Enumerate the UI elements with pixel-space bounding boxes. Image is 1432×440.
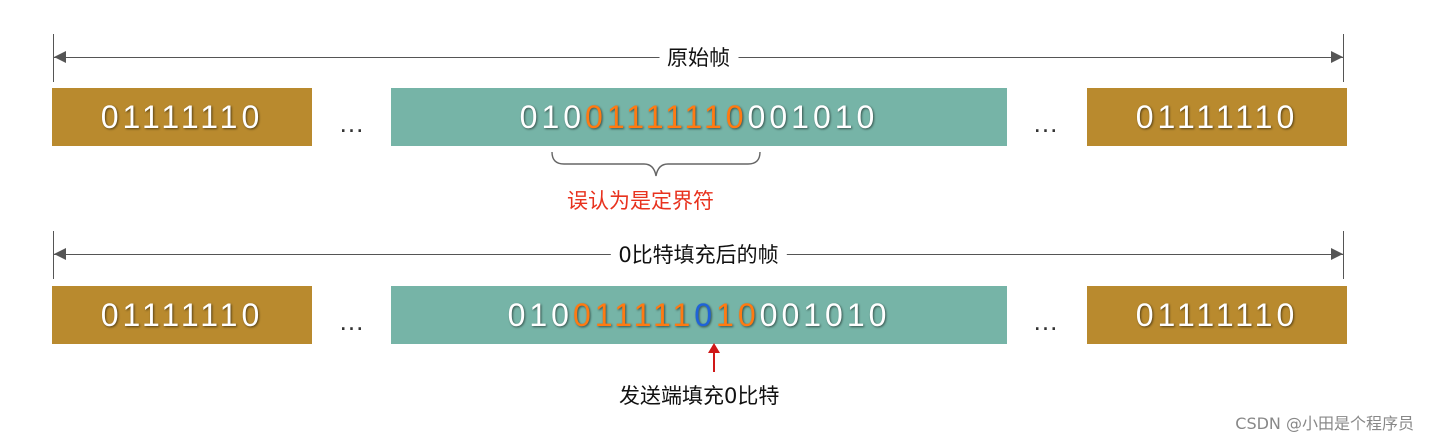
flag-left-bits: 01111110 (100, 98, 264, 135)
stuffed-frame-label: 0比特填充后的帧 (610, 241, 787, 269)
dimension-tick-right (1343, 231, 1344, 279)
flag-right-bits: 01111110 (1135, 98, 1299, 135)
sender-stuffing-annotation: 发送端填充0比特 (619, 384, 780, 408)
arrow-right-icon (1331, 248, 1343, 260)
arrow-left-icon (54, 51, 66, 63)
data-suffix-bits: 001010 (747, 98, 879, 135)
dimension-tick-left (53, 34, 54, 82)
stuffed-zero-bit: 0 (694, 296, 717, 333)
false-delimiter-annotation: 误认为是定界符 (567, 189, 714, 213)
flag-left-box-row2: 01111110 (52, 286, 312, 344)
remaining-flag-bits: 10 (716, 296, 760, 333)
watermark: CSDN @小田是个程序员 (1235, 414, 1414, 433)
ellipsis-right-row1: ... (1033, 108, 1059, 138)
ellipsis-left-row1: ... (339, 108, 365, 138)
dimension-tick-right (1343, 34, 1344, 82)
arrow-up-icon (708, 343, 720, 372)
ones-run-bits: 011111 (572, 296, 695, 333)
flag-right-bits: 01111110 (1135, 296, 1299, 333)
original-frame-label: 原始帧 (659, 44, 738, 72)
data-prefix-bits: 010 (507, 296, 573, 333)
dimension-tick-left (53, 231, 54, 279)
flag-left-box-row1: 01111110 (52, 88, 312, 146)
flag-left-bits: 01111110 (100, 296, 264, 333)
original-frame-span: 原始帧 (53, 34, 1344, 82)
ellipsis-left-row2: ... (339, 306, 365, 336)
stuffed-frame-span: 0比特填充后的帧 (53, 231, 1344, 279)
data-prefix-bits: 010 (519, 98, 586, 135)
flag-right-box-row2: 01111110 (1087, 286, 1347, 344)
arrow-right-icon (1331, 51, 1343, 63)
data-suffix-bits: 001010 (759, 296, 891, 333)
false-flag-bits: 01111110 (585, 98, 748, 135)
flag-right-box-row1: 01111110 (1087, 88, 1347, 146)
curly-brace-icon (551, 151, 761, 177)
arrow-left-icon (54, 248, 66, 260)
ellipsis-right-row2: ... (1033, 306, 1059, 336)
